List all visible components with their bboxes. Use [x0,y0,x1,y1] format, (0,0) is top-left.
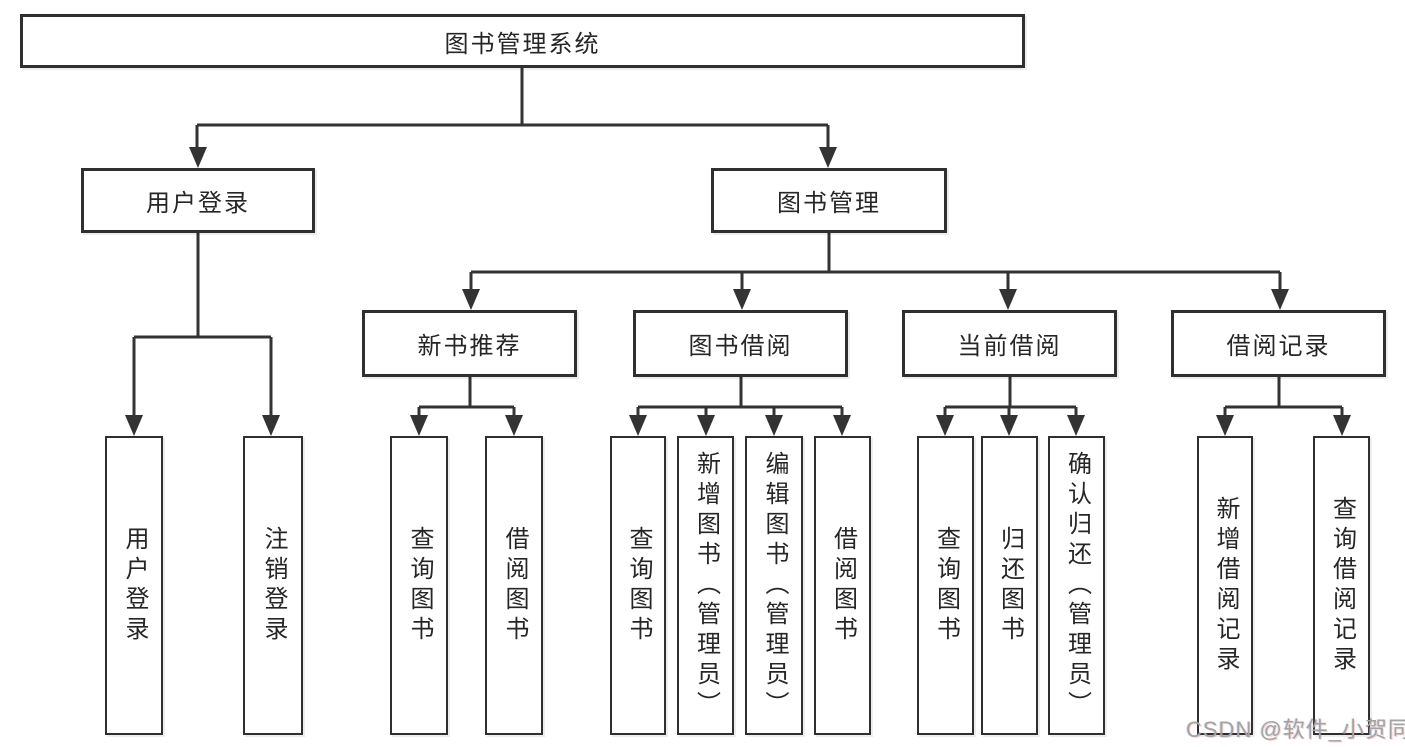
leaf-bb-query-book-label: 查询图书 [625,525,652,646]
node-root: 图书管理系统 [20,14,1025,68]
arrowheads [125,147,1351,436]
node-book-borrow: 图书借阅 [633,310,848,377]
node-borrow-records-label: 借阅记录 [1226,333,1331,360]
connector-new-book-rec [417,377,516,421]
node-borrow-records: 借阅记录 [1171,310,1386,377]
leaf-rec-query-book: 查询图书 [390,436,448,735]
node-user-login: 用户登录 [81,168,315,233]
leaf-cb-return-book: 归还图书 [981,436,1038,735]
connector-current-borrow [943,377,1078,421]
node-current-borrow-label: 当前借阅 [957,333,1062,360]
leaf-br-query-record: 查询借阅记录 [1313,436,1370,735]
node-current-borrow: 当前借阅 [902,310,1117,377]
leaf-br-add-record: 新增借阅记录 [1197,436,1253,735]
node-user-login-label: 用户登录 [146,190,250,217]
leaf-bb-add-book-label: 新增图书（管理员） [692,450,720,721]
node-new-book-rec-label: 新书推荐 [417,333,522,360]
connector-user-login [132,232,273,420]
leaf-user-login-label: 用户登录 [121,525,148,646]
csdn-watermark: CSDN @软件_小贺同学 [1186,717,1405,742]
leaf-rec-borrow-book: 借阅图书 [485,436,543,735]
connector-book-mgmt [469,233,1282,296]
node-book-borrow-label: 图书借阅 [688,333,793,360]
leaf-br-add-record-label: 新增借阅记录 [1212,495,1239,676]
leaf-rec-borrow-book-label: 借阅图书 [501,525,528,646]
node-book-mgmt: 图书管理 [711,168,947,233]
leaf-user-login: 用户登录 [105,436,163,735]
connector-borrow-records [1223,377,1344,421]
leaf-logout-label: 注销登录 [260,525,287,646]
node-book-mgmt-label: 图书管理 [777,190,881,217]
leaf-bb-edit-book: 编辑图书（管理员） [745,436,803,735]
leaf-bb-borrow-book-label: 借阅图书 [829,525,857,646]
leaf-bb-edit-book-label: 编辑图书（管理员） [761,450,788,721]
leaf-cb-return-book-label: 归还图书 [996,525,1024,646]
leaf-bb-query-book: 查询图书 [610,436,666,735]
leaf-cb-query-book: 查询图书 [917,436,974,735]
leaf-cb-confirm-return-label: 确认归还（管理员） [1063,450,1091,721]
connector-root [195,68,830,152]
leaf-rec-query-book-label: 查询图书 [406,525,433,646]
leaf-bb-borrow-book: 借阅图书 [814,436,871,735]
node-new-book-rec: 新书推荐 [362,310,577,377]
leaf-bb-add-book: 新增图书（管理员） [677,436,734,735]
node-root-label: 图书管理系统 [444,30,601,58]
leaf-cb-confirm-return: 确认归还（管理员） [1048,436,1105,735]
connector-book-borrow [636,377,844,421]
leaf-br-query-record-label: 查询借阅记录 [1328,495,1356,676]
leaf-logout: 注销登录 [243,436,303,735]
leaf-cb-query-book-label: 查询图书 [932,525,960,646]
